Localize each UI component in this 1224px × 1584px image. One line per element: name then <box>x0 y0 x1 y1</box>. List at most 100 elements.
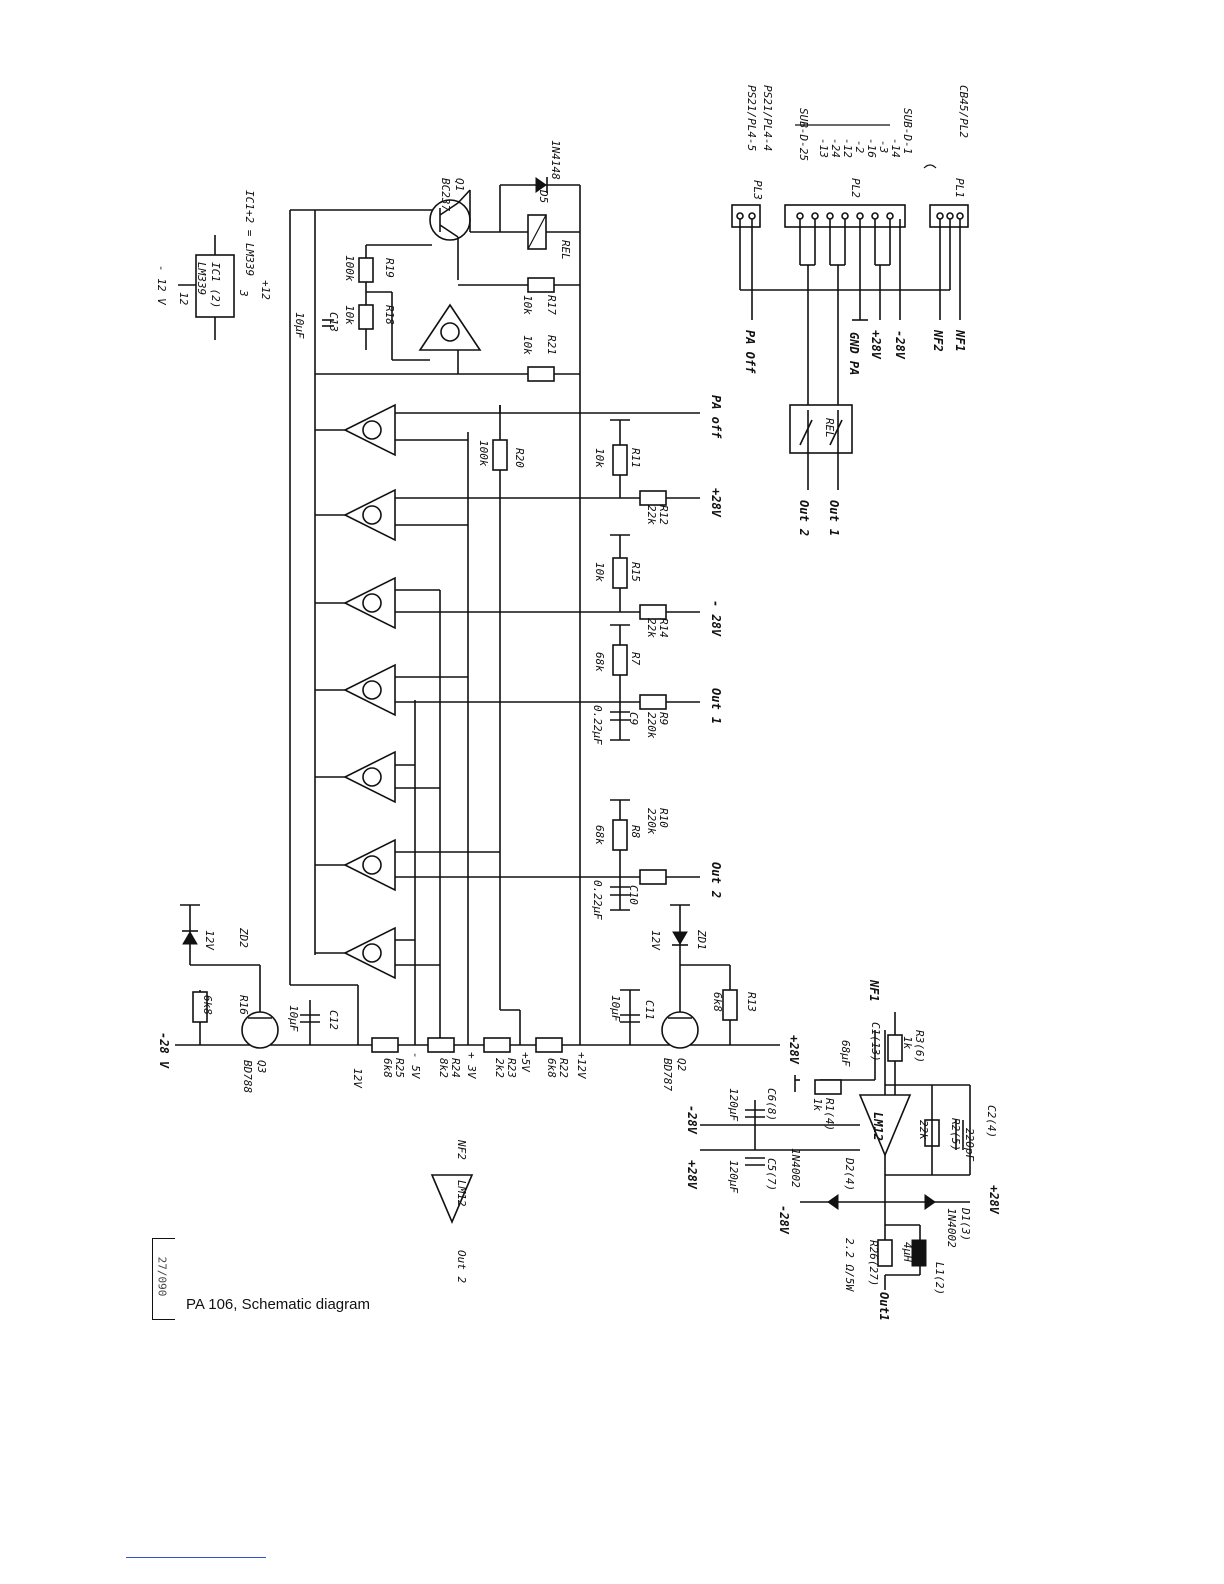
label-l1-value: 4µH <box>901 1242 914 1262</box>
label-r13-value: 6k8 <box>711 992 724 1012</box>
label-nf1-amp: NF1 <box>867 979 881 1002</box>
label-c2-value: 220pF <box>963 1128 976 1161</box>
label-q3: Q3 <box>255 1060 268 1073</box>
label-pin-b0: -12 <box>841 138 854 158</box>
label-r7: R7 <box>629 652 642 666</box>
label-subd25: SUB-D-25 <box>797 108 810 161</box>
label-pin-a3: -2 <box>853 140 866 154</box>
label-ps21b: PS21/PL4-5 <box>745 85 758 151</box>
caption-code: 27/090 <box>155 1256 169 1297</box>
ic-power-block <box>178 235 235 340</box>
label-out1-amp: Out1 <box>877 1292 891 1321</box>
label-input-minus28: - 28V <box>709 600 723 637</box>
label-r23-value: 2k2 <box>493 1058 506 1078</box>
label-amp-minus28: -28V <box>685 1105 699 1135</box>
label-r11-value: 10k <box>593 448 606 468</box>
label-r25: R25 <box>393 1058 406 1078</box>
label-c11-value: 10µF <box>609 995 622 1022</box>
label-r19-value: 100k <box>343 255 356 282</box>
label-plus12: +12 <box>259 280 272 300</box>
label-r10: R10 <box>657 808 670 828</box>
label-pa-off-out: PA Off <box>743 330 757 374</box>
label-r3: R3(6) <box>913 1030 926 1063</box>
label-ic-note: IC1+2 = LM339 <box>243 190 256 276</box>
label-r21-value: 10k <box>521 335 534 355</box>
label-input-plus28: +28V <box>709 488 723 518</box>
label-r13: R13 <box>745 992 758 1012</box>
label-r22-value: 6k8 <box>545 1058 558 1078</box>
label-rel2: REL <box>823 418 836 438</box>
label-r14-value: 22k <box>645 618 658 638</box>
label-c13: C13 <box>327 312 340 332</box>
label-d1: D1(3) <box>959 1207 972 1241</box>
label-q2-part: BD787 <box>661 1058 674 1091</box>
label-q1-part: BC237 <box>439 178 452 211</box>
label-r26-value: 2.2 Ω/5W <box>843 1238 856 1292</box>
label-rail-minus28: -28 V <box>157 1032 171 1069</box>
label-d1-value: 1N4002 <box>945 1208 958 1248</box>
label-r12-value: 22k <box>645 505 658 525</box>
label-conn-plus28: +28V <box>869 330 883 360</box>
label-pin-a2: -16 <box>865 138 878 158</box>
label-c11: C11 <box>643 1000 656 1020</box>
label-d2-value: 1N4002 <box>789 1148 802 1188</box>
label-d5: D5 <box>537 189 550 203</box>
label-c1-value: 68µF <box>839 1040 852 1067</box>
label-lm12: LM12 <box>871 1112 885 1141</box>
label-rail-plus3: + 3V <box>465 1052 478 1080</box>
label-r3-value: 1k <box>901 1036 914 1050</box>
label-q3-part: BD788 <box>241 1060 254 1093</box>
diagram-caption: PA 106, Schematic diagram <box>186 1296 370 1313</box>
label-r18-value: 10k <box>343 305 356 325</box>
lm12-amplifier <box>430 1012 971 1290</box>
label-c5: C5(7) <box>765 1158 778 1191</box>
label-r24: R24 <box>449 1058 462 1078</box>
label-r17: R17 <box>545 295 558 315</box>
label-rail-minus5: - 5V <box>409 1052 422 1080</box>
label-minus12: - 12 V <box>155 265 168 306</box>
label-pl3: PL3 <box>751 180 764 200</box>
label-out1: Out 1 <box>827 500 841 536</box>
label-out2: Out 2 <box>797 500 811 536</box>
label-r10-value: 220k <box>645 808 658 835</box>
label-c6-value: 120µF <box>727 1088 740 1121</box>
label-pin-b2: -13 <box>817 138 830 158</box>
label-zd1-value: 12V <box>649 930 662 951</box>
label-r25-value: 6k8 <box>381 1058 394 1078</box>
label-lm12-small: LM12 <box>455 1180 468 1207</box>
label-l1: L1(2) <box>933 1262 946 1295</box>
label-pin-a1: -3 <box>877 140 890 153</box>
label-c2: C2(4) <box>985 1105 998 1138</box>
label-r24-value: 8k2 <box>437 1058 450 1078</box>
label-rail-12: 12V <box>351 1068 364 1089</box>
label-r26: R26(27) <box>867 1240 880 1286</box>
label-r17-value: 10k <box>521 295 534 315</box>
label-pl2: PL2 <box>849 178 862 198</box>
relay-driver <box>315 177 580 382</box>
label-input-out2: Out 2 <box>709 862 723 898</box>
label-c10: C10 <box>627 885 640 905</box>
label-r1: R1(4) <box>823 1098 836 1131</box>
label-r9: R9 <box>657 712 670 725</box>
label-r22: R22 <box>557 1058 570 1078</box>
regulators <box>180 904 738 1053</box>
connectors <box>731 124 969 490</box>
label-q2: Q2 <box>675 1058 688 1072</box>
comparator-1c <box>315 576 700 630</box>
label-r23: R23 <box>505 1058 518 1078</box>
q2-regulator <box>620 904 738 1049</box>
label-input-out1: Out 1 <box>709 688 723 724</box>
label-c13-value: 10µF <box>293 312 306 339</box>
label-r2: R2(5) <box>949 1118 962 1151</box>
label-rail-plus28: +28V <box>787 1035 801 1065</box>
label-conn-minus28: -28V <box>893 330 907 360</box>
label-pl1: PL1 <box>953 178 966 198</box>
label-r15: R15 <box>629 562 642 582</box>
label-r8-value: 68k <box>593 825 606 845</box>
label-c9-value: 0.22µF <box>591 705 604 745</box>
label-r1-value: 1k <box>811 1098 824 1112</box>
label-r9-value: 220k <box>645 712 658 739</box>
label-d-plus28: +28V <box>987 1185 1001 1215</box>
label-r21: R21 <box>545 335 558 355</box>
label-c10-value: 0.22µF <box>591 880 604 920</box>
